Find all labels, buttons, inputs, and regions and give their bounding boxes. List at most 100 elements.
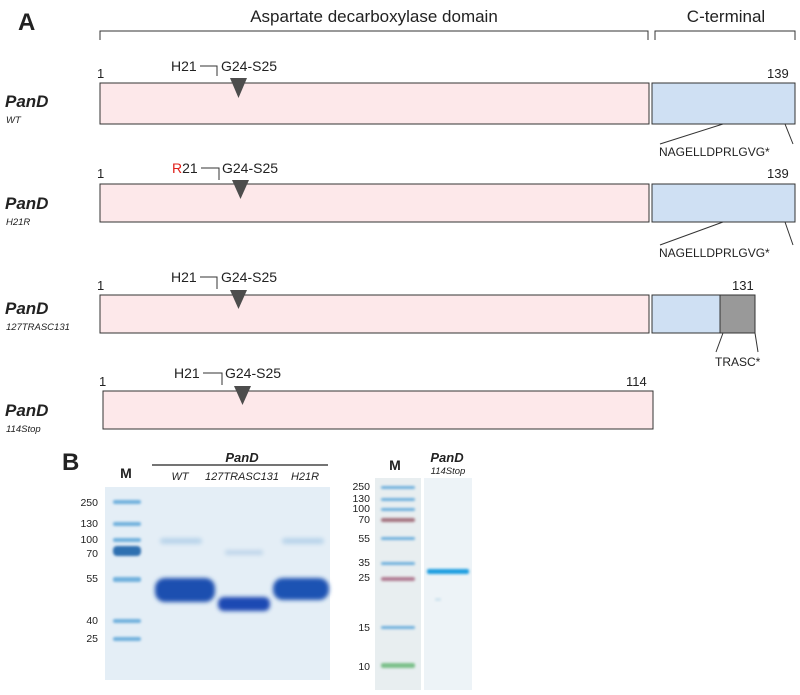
ladder-band	[381, 626, 415, 629]
gel1-mw-ladder-labels: 250 130 100 70 55 40 25	[80, 497, 98, 645]
mw-label: 25	[86, 633, 98, 645]
panel-a-letter: A	[18, 9, 35, 36]
construct-name: PanD	[5, 401, 48, 420]
construct-variant: 127TRASC131	[6, 322, 70, 333]
lane-114stop-band	[427, 569, 469, 574]
gel2-mw-ladder-labels: 250 130 100 70 55 35 25 15 10	[352, 481, 370, 673]
gel2-group-label: PanD	[430, 450, 464, 465]
mw-label: 250	[352, 481, 370, 493]
cterminal-domain-box	[651, 82, 796, 125]
cterminal-domain-label: C-terminal	[687, 7, 765, 26]
mw-label: 250	[80, 497, 98, 509]
site-residue: 21	[182, 160, 198, 176]
lane-wt-faint-band	[160, 538, 202, 544]
site-residue-label: H21	[171, 269, 197, 285]
gel2-image	[375, 478, 472, 690]
construct-variant: H21R	[6, 217, 30, 228]
construct-name: PanD	[5, 299, 48, 318]
gel2-ladder-strip	[375, 478, 421, 690]
construct-wt: PanD WT 1 139 H21 G24-S25 NAGELLDPRLGVG*	[5, 58, 796, 159]
lane-127trasc131-main-band	[218, 597, 270, 611]
mw-label: 10	[358, 661, 370, 673]
ladder-band	[381, 537, 415, 540]
construct-114stop: PanD 114Stop 1 114 H21 G24-S25	[5, 365, 654, 435]
gel2-lane-label: 114Stop	[431, 466, 466, 477]
cleavage-marker-icon	[234, 386, 251, 405]
aspartate-domain-box	[99, 82, 650, 125]
gel2-sample-strip	[424, 478, 472, 690]
cleavage-site-label: G24-S25	[221, 58, 277, 74]
cterminal-domain-box	[651, 183, 796, 223]
start-residue: 1	[97, 66, 104, 81]
mw-label: 130	[352, 493, 370, 505]
mw-label: 55	[86, 573, 98, 585]
end-residue: 139	[767, 166, 789, 181]
cleavage-marker-icon	[230, 78, 247, 98]
gel1-group-label: PanD	[225, 450, 259, 465]
site-residue: H21	[171, 269, 197, 285]
construct-name: PanD	[5, 92, 48, 111]
cleavage-marker-icon	[230, 290, 247, 309]
mw-label: 100	[352, 503, 370, 515]
site-residue-prefix: R	[172, 160, 182, 176]
ladder-band	[113, 577, 141, 582]
ladder-band	[113, 637, 141, 641]
end-residue: 114	[626, 374, 647, 389]
gel1-image	[105, 487, 330, 680]
construct-name: PanD	[5, 194, 48, 213]
aspartate-domain-box	[99, 294, 650, 334]
site-connector	[201, 167, 220, 180]
mw-label: 25	[358, 572, 370, 584]
mw-label: 70	[86, 548, 98, 560]
aspartate-domain-bracket	[99, 30, 649, 40]
aspartate-domain-box	[102, 390, 654, 430]
trasc-substitution-box	[719, 294, 756, 334]
gel2-ladder-bands	[381, 486, 415, 668]
start-residue: 1	[99, 374, 106, 389]
aspartate-domain-label: Aspartate decarboxylase domain	[250, 7, 498, 26]
site-residue: H21	[171, 58, 197, 74]
mw-label: 70	[358, 514, 370, 526]
ladder-band	[381, 508, 415, 511]
cleavage-marker-icon	[232, 180, 249, 199]
lane-wt-main-band	[155, 578, 215, 602]
lane-114stop-faint-spot	[435, 598, 441, 601]
site-residue-label: R21	[172, 160, 198, 176]
ladder-band	[113, 538, 141, 542]
tail-sequence: NAGELLDPRLGVG*	[659, 145, 770, 159]
ladder-band	[113, 500, 141, 504]
mw-label: 15	[358, 622, 370, 634]
mw-label: 55	[358, 533, 370, 545]
gel1-ladder-bands	[113, 500, 141, 641]
mw-label: 100	[80, 534, 98, 546]
construct-variant: 114Stop	[6, 424, 41, 435]
ladder-band	[113, 522, 141, 526]
ladder-band	[381, 518, 415, 522]
gel1-lane-label: 127TRASC131	[205, 471, 279, 483]
mw-label: 130	[80, 518, 98, 530]
ladder-band-dark	[113, 546, 141, 556]
ladder-band	[381, 562, 415, 565]
ladder-band	[381, 577, 415, 581]
cleavage-site-label: G24-S25	[225, 365, 281, 381]
tail-callout	[659, 221, 794, 246]
tail-callout	[715, 332, 759, 353]
construct-variant: WT	[6, 115, 22, 126]
tail-sequence: NAGELLDPRLGVG*	[659, 246, 770, 260]
gel1-lane-label: H21R	[291, 471, 319, 483]
start-residue: 1	[97, 278, 104, 293]
cleavage-site-label: G24-S25	[221, 269, 277, 285]
site-connector	[200, 65, 218, 76]
tail-sequence: TRASC*	[715, 355, 761, 369]
ladder-band	[381, 486, 415, 489]
cterminal-domain-bracket	[654, 30, 796, 40]
tail-callout	[659, 123, 794, 145]
lane-h21r-faint-band	[282, 538, 324, 544]
site-residue-label: H21	[171, 58, 197, 74]
site-residue: H21	[174, 365, 200, 381]
construct-h21r: PanD H21R 1 139 R21 G24-S25 NAGELLDPRLGV…	[5, 160, 796, 260]
end-residue: 131	[732, 278, 754, 293]
site-connector	[200, 276, 218, 289]
